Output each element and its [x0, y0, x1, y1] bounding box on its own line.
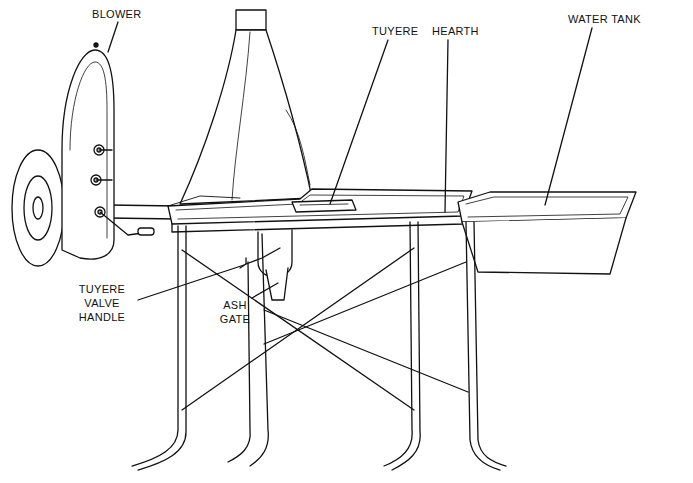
part-label: HEARTH: [432, 25, 479, 39]
part-label: TUYERE: [372, 25, 418, 39]
part-label: WATER TANK: [568, 13, 641, 27]
part-label: ASH GATE: [210, 299, 260, 327]
part-label: TUYERE VALVE HANDLE: [68, 283, 136, 324]
part-label: BLOWER: [92, 8, 141, 22]
